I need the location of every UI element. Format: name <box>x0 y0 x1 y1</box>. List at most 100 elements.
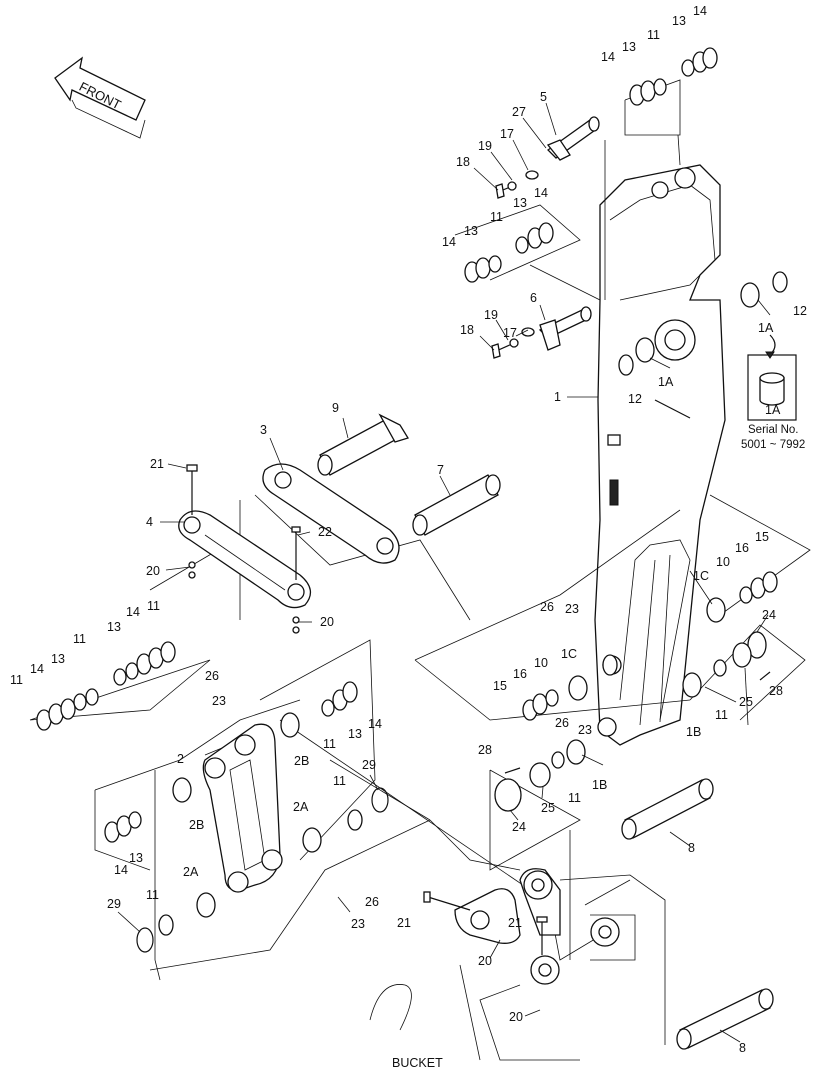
callout-8-lower: 8 <box>739 1041 746 1055</box>
callout-23-boom2: 23 <box>578 723 592 737</box>
callout-13-center: 13 <box>348 727 362 741</box>
callout-21-upper: 21 <box>150 457 164 471</box>
callout-14-lower-left: 14 <box>114 863 128 877</box>
callout-13-lower-left: 13 <box>129 851 143 865</box>
callout-14-ul2: 14 <box>442 235 456 249</box>
callout-23-boom: 23 <box>565 602 579 616</box>
callout-16-right: 16 <box>735 541 749 555</box>
callout-13-ul: 13 <box>513 196 527 210</box>
callout-10-left: 10 <box>534 656 548 670</box>
callout-3: 3 <box>260 423 267 437</box>
callout-23-link: 23 <box>212 694 226 708</box>
link-3 <box>262 463 400 564</box>
callout-28-right: 28 <box>769 684 783 698</box>
callout-11-top: 11 <box>647 28 660 42</box>
callout-23-lower: 23 <box>351 917 365 931</box>
pin-6 <box>538 306 592 351</box>
callout-1: 1 <box>554 390 561 404</box>
callout-labels: 14 13 11 13 14 5 27 17 19 18 14 13 11 13… <box>10 4 807 1055</box>
pin-9 <box>317 413 409 476</box>
callout-11-center: 11 <box>323 737 336 751</box>
callout-13-left: 13 <box>107 620 121 634</box>
callout-1c-left: 1C <box>561 647 577 661</box>
bushing-1a <box>618 271 788 376</box>
callout-14-left: 14 <box>126 605 140 619</box>
callout-18-upper: 18 <box>456 155 470 169</box>
callout-4: 4 <box>146 515 153 529</box>
shim-stack-center <box>104 681 358 843</box>
callout-14-ul: 14 <box>534 186 548 200</box>
bolt-18-lower <box>491 327 535 359</box>
callout-13-top2: 13 <box>622 40 636 54</box>
bolt-22 <box>291 526 301 634</box>
callout-11-ul: 11 <box>490 210 503 224</box>
bolt-18-upper <box>495 170 539 199</box>
callout-24-right: 24 <box>762 608 776 622</box>
shim-stack-boom-lower <box>522 571 778 721</box>
callout-1a-left: 1A <box>658 375 674 389</box>
callout-1a-right: 1A <box>758 321 774 335</box>
callout-14-far-left: 14 <box>30 662 44 676</box>
bushing-1c <box>568 597 726 701</box>
callout-11-far-left: 11 <box>10 673 23 687</box>
bolt-21-left <box>186 464 198 579</box>
bucket-label: BUCKET <box>392 1056 443 1070</box>
callout-2a-left: 2A <box>183 865 199 879</box>
callout-26-boom2: 26 <box>555 716 569 730</box>
callout-5: 5 <box>540 90 547 104</box>
callout-11-left: 11 <box>147 599 160 613</box>
callout-26-lower: 26 <box>365 895 379 909</box>
callout-11-lower-left: 11 <box>146 888 159 902</box>
bucket-linkage <box>369 868 636 1061</box>
serial-label: Serial No. <box>748 424 799 436</box>
callout-1c-right: 1C <box>693 569 709 583</box>
callout-11-left2: 11 <box>73 632 86 646</box>
callout-2a-right: 2A <box>293 800 309 814</box>
callout-14-top2: 14 <box>601 50 615 64</box>
callout-28-left: 28 <box>478 743 492 757</box>
bushing-2a-2b <box>136 712 389 953</box>
callout-1b-left: 1B <box>592 778 607 792</box>
callout-17-upper: 17 <box>500 127 514 141</box>
callout-19-upper: 19 <box>478 139 492 153</box>
shim-stack-upper-left <box>464 222 554 283</box>
callout-19-lower: 19 <box>484 308 498 322</box>
callout-1b-right: 1B <box>686 725 701 739</box>
callout-20-upper: 20 <box>146 564 160 578</box>
callout-29-left: 29 <box>107 897 121 911</box>
pin-7 <box>412 474 501 536</box>
pin-8-upper <box>621 778 714 840</box>
callout-20-lower: 20 <box>478 954 492 968</box>
callout-13-top: 13 <box>672 14 686 28</box>
callout-21-lower-right: 21 <box>508 916 522 930</box>
callout-10-right: 10 <box>716 555 730 569</box>
shim-stack-left <box>36 641 176 731</box>
callout-12-right: 12 <box>793 304 807 318</box>
assembly-guide-lines <box>29 79 811 1061</box>
callout-17-lower: 17 <box>503 326 517 340</box>
serial-range: 5001 ~ 7992 <box>741 439 805 451</box>
link-2 <box>202 723 283 893</box>
pin-8-lower <box>676 988 774 1050</box>
callout-25-left: 25 <box>541 801 555 815</box>
callout-9: 9 <box>332 401 339 415</box>
callout-11-center2: 11 <box>333 774 346 788</box>
callout-15-left: 15 <box>493 679 507 693</box>
callout-11-boom: 11 <box>568 791 581 805</box>
callout-6: 6 <box>530 291 537 305</box>
callout-11-right: 11 <box>715 708 728 722</box>
callout-2b-left: 2B <box>189 818 204 832</box>
callout-18-lower: 18 <box>460 323 474 337</box>
callout-13-far-left: 13 <box>51 652 65 666</box>
callout-29-right: 29 <box>362 758 376 772</box>
callout-12-left: 12 <box>628 392 642 406</box>
callout-8-upper: 8 <box>688 841 695 855</box>
callout-24-left: 24 <box>512 820 526 834</box>
callout-27: 27 <box>512 105 526 119</box>
leader-lines <box>117 102 771 1043</box>
callout-20-bottom: 20 <box>509 1010 523 1024</box>
plate-24-25 <box>494 631 771 812</box>
callout-13-ul2: 13 <box>464 224 478 238</box>
shim-stack-top <box>629 47 718 106</box>
